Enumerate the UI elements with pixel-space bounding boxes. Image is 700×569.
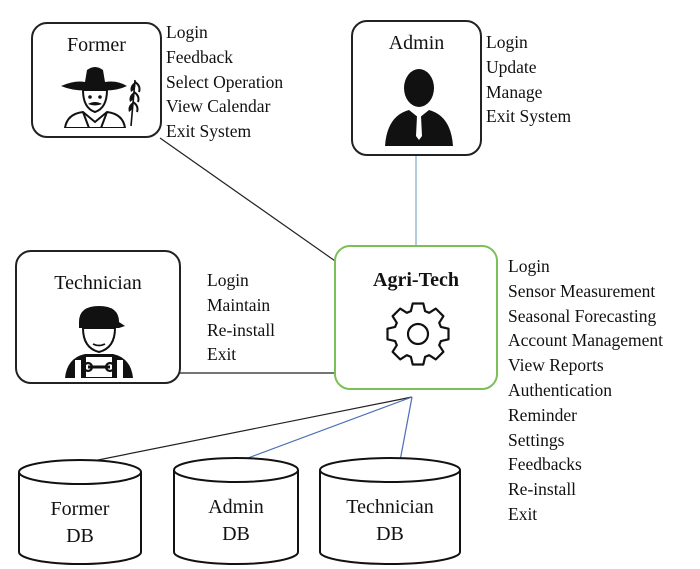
technician-option: Maintain (207, 294, 271, 315)
admin-title: Admin (388, 32, 445, 54)
system-option: Sensor Measurement (508, 280, 656, 301)
cylinder-shape (173, 457, 299, 565)
system-title: Agri-Tech (373, 269, 459, 291)
db-label: Technician DB (318, 494, 462, 548)
system-option: Authentication (508, 379, 613, 400)
farmer-icon (61, 67, 141, 128)
admin-option: Update (486, 56, 537, 77)
cylinder-shape (319, 457, 461, 565)
system-option: Reminder (508, 404, 578, 425)
system-option: Login (508, 256, 550, 276)
system-option: Feedbacks (508, 454, 582, 475)
former-options: Login Feedback Select Operation View Cal… (166, 20, 283, 144)
link-former-system (159, 137, 339, 264)
db-label-line2: DB (376, 523, 404, 545)
former-option: View Calendar (166, 96, 271, 117)
technician-options: Login Maintain Re-install Exit (207, 268, 275, 367)
db-label-line1: Technician (346, 496, 434, 518)
system-option: Settings (508, 429, 565, 450)
former-option: Select Operation (166, 71, 284, 92)
admin-option: Login (486, 32, 528, 52)
db-label: Former DB (17, 496, 143, 550)
system-option: Account Management (508, 330, 664, 351)
db-label-line2: DB (222, 523, 250, 545)
db-label: Admin DB (172, 494, 300, 548)
db-label-line1: Admin (208, 496, 264, 518)
system-option: Exit (508, 503, 538, 524)
former-option: Exit System (166, 121, 252, 142)
technician-icon (65, 306, 133, 378)
technician-db-cylinder[interactable]: Technician DB (318, 456, 462, 566)
system-option: Re-install (508, 479, 577, 500)
admin-person-icon (385, 69, 453, 146)
link-system-admin-db (239, 396, 413, 462)
db-label-line1: Former (50, 498, 110, 520)
former-option: Feedback (166, 46, 234, 67)
former-db-cylinder[interactable]: Former DB (17, 458, 143, 566)
technician-option: Re-install (207, 319, 276, 340)
former-title: Former (67, 34, 126, 56)
gear-icon (386, 302, 450, 366)
admin-options: Login Update Manage Exit System (486, 30, 571, 129)
technician-option: Exit (207, 344, 237, 365)
admin-db-cylinder[interactable]: Admin DB (172, 456, 300, 566)
admin-option: Manage (486, 81, 543, 102)
former-box[interactable]: Former (31, 22, 162, 138)
link-system-former-db (77, 396, 413, 465)
link-system-technician-db (399, 396, 413, 462)
admin-option: Exit System (486, 106, 572, 127)
agri-tech-system-box[interactable]: Agri-Tech (334, 245, 498, 390)
system-option: View Reports (508, 355, 604, 376)
system-options: Login Sensor Measurement Seasonal Foreca… (508, 254, 663, 527)
technician-title: Technician (54, 272, 142, 294)
admin-box[interactable]: Admin (351, 20, 482, 156)
gear-outline (386, 302, 450, 366)
cylinder-shape (18, 459, 142, 565)
system-option: Seasonal Forecasting (508, 305, 657, 326)
technician-box[interactable]: Technician (15, 250, 181, 384)
db-label-line2: DB (66, 525, 94, 547)
technician-option: Login (207, 270, 249, 290)
former-option: Login (166, 22, 208, 42)
